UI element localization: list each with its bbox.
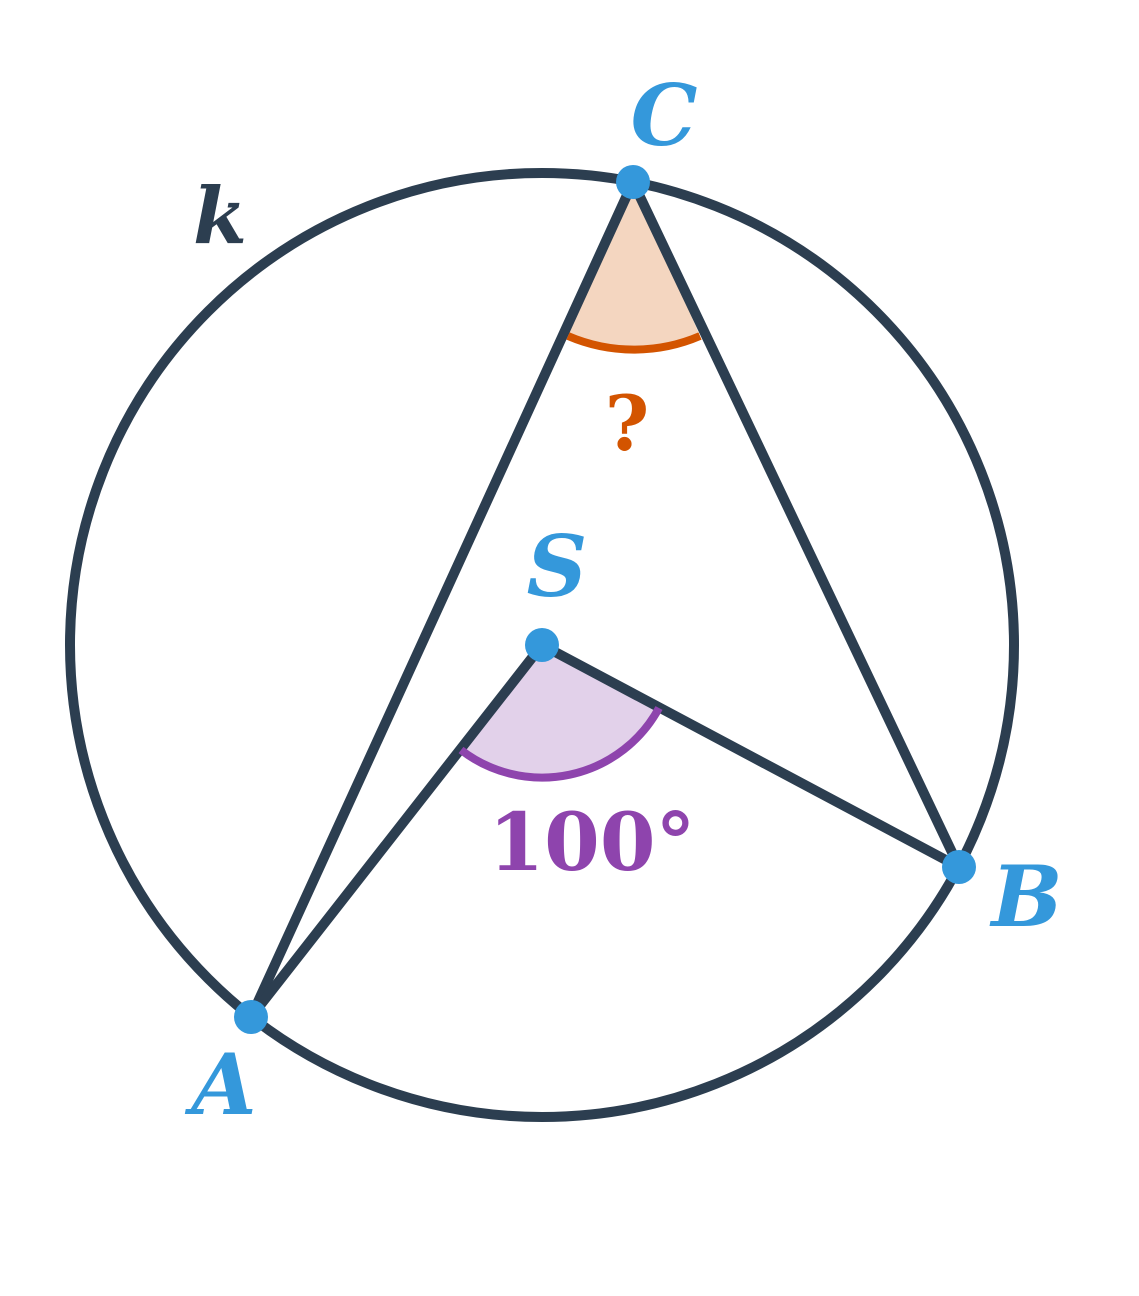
point-s-label: S (527, 517, 588, 616)
radius-sb (537, 640, 964, 872)
central-angle-label: 100° (489, 795, 696, 889)
point-s (525, 628, 559, 662)
central-angle-arc (458, 706, 663, 782)
segment-ca (246, 177, 638, 1022)
inscribed-angle-arc (566, 332, 702, 354)
point-c (616, 165, 650, 199)
point-b-label: B (990, 847, 1063, 946)
segment-cb (628, 177, 964, 872)
point-a (234, 1000, 268, 1034)
inscribed-angle-label: ? (605, 379, 650, 468)
point-b (942, 850, 976, 884)
circle-k (65, 168, 1019, 1122)
point-c-label: C (631, 66, 698, 165)
point-a-label: A (184, 1035, 256, 1134)
central-angle-sector (461, 645, 659, 778)
radius-sa (246, 640, 547, 1022)
circle-k-label: k (193, 171, 247, 262)
inscribed-angle-sector (568, 182, 700, 350)
